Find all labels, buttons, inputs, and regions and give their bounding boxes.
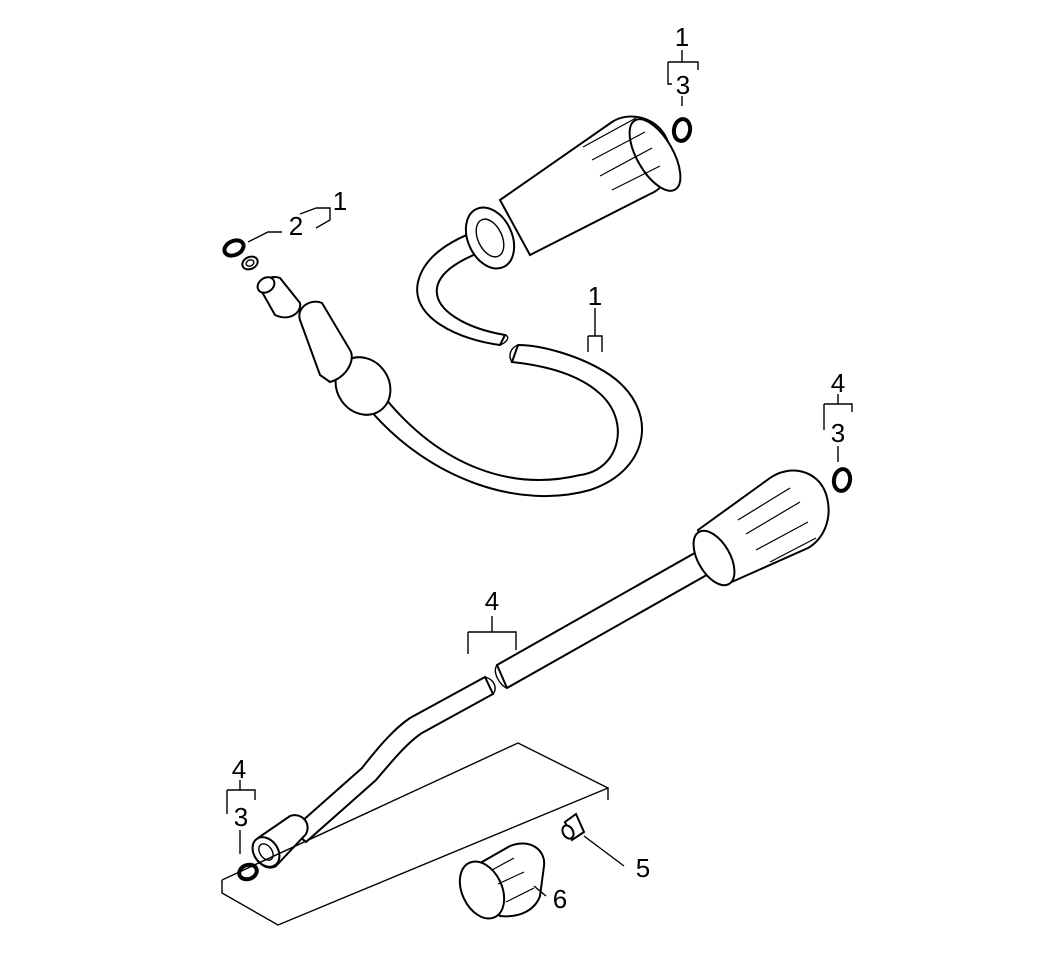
lance-break-end-left [484,676,496,695]
grip-oring [671,117,693,143]
coupling-oring-small-inner [245,259,255,267]
lance-handle-oring [831,467,853,493]
coupling-oring-small [241,255,259,271]
lance-handle-groove-1 [737,487,791,521]
lance-handle-groove-4 [769,537,817,563]
callout-lance-left-outer: 4 [232,754,246,784]
lance-tube-left [290,675,495,844]
callout-hose-break: 1 [588,281,602,311]
nozzle-group-bracket [221,742,609,926]
callout-coupling-inner: 2 [289,211,303,241]
callout-leaders [226,50,853,897]
callout-lance-right-inner: 3 [831,418,845,448]
callout-grip-oring: 3 [676,70,690,100]
nozzle-cap-groove-3 [505,887,535,903]
hose-collar-inner [475,218,505,258]
nozzle-cap-groove-2 [497,871,525,885]
hose-tube [368,343,644,497]
nozzle-cap-face [458,860,506,920]
nozzle-face [561,824,575,840]
grip-groove-4 [611,165,661,191]
nozzle-cap-groove-1 [491,857,515,871]
callout-nozzle: 5 [636,853,650,883]
lance-handle-groove-3 [755,521,809,551]
grip-groove-3 [599,147,653,177]
callout-lance-right-outer: 4 [831,368,845,398]
lance-handle-groove-2 [745,501,801,535]
hose-break-end-left [499,334,509,346]
lance-assembly [221,467,853,926]
lance-break-end-right [494,664,508,689]
grip-groove-1 [582,117,637,148]
lance-handle-end [692,529,736,587]
hose-assembly [222,115,693,497]
lance-tube-right [495,548,714,690]
callout-grip-hose: 1 [675,22,689,52]
callout-lance-left-inner: 3 [234,802,248,832]
hose-break-end-right [509,344,519,363]
callout-lance-break: 4 [485,586,499,616]
grip-groove-2 [591,131,646,161]
callout-numbers: 1 3 1 2 1 4 3 4 4 3 5 6 [232,22,845,914]
callout-nozzle-cap: 6 [553,884,567,914]
hose-coupling-shaft [298,300,353,384]
lance-thread-face [251,836,281,868]
hose-grip-end [628,118,682,192]
coupling-oring-large [222,238,246,258]
lance-thread-bore [258,843,274,861]
hose-coupling-tip [256,276,276,294]
lance-thread-oring [237,862,259,882]
callout-coupling-outer: 1 [333,186,347,216]
